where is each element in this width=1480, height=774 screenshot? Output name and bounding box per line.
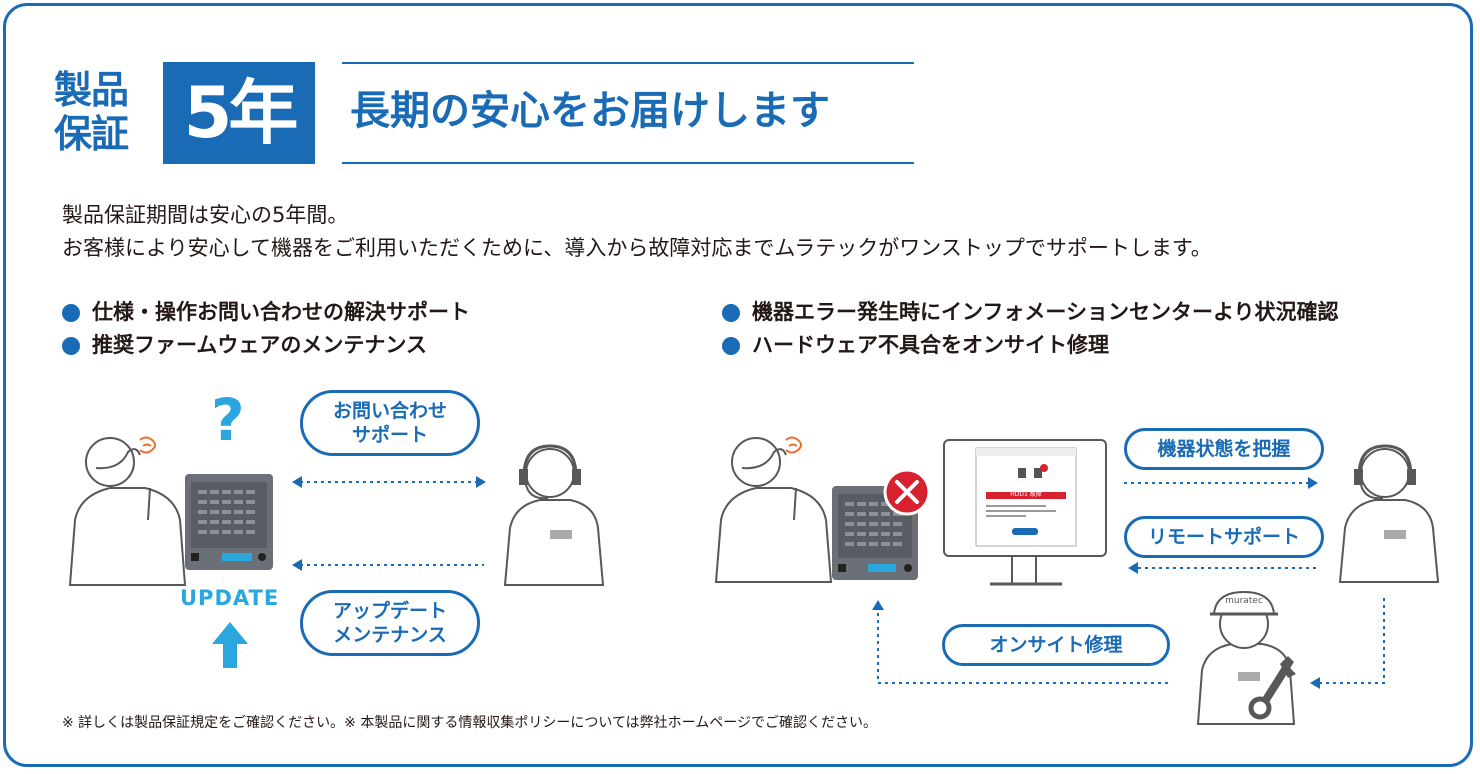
confused-user-icon [68,436,187,586]
bullet-icon [722,336,740,355]
nas-device-icon [832,486,918,580]
feature-item: 機器エラー発生時にインフォメーションセンターより状況確認 [722,296,1339,329]
pill-onsite-repair: オンサイト修理 [942,624,1170,666]
support-operator-icon [503,444,605,586]
pill-device-status: 機器状態を把握 [1124,428,1324,470]
feature-item: ハードウェア不具合をオンサイト修理 [722,329,1339,362]
bullet-icon [62,336,80,355]
pill-inquiry-support: お問い合わせ サポート [300,390,480,456]
error-x-icon [883,468,931,516]
footnote: ※ 詳しくは製品保証規定をご確認ください。※ 本製品に関する情報収集ポリシーにつ… [62,715,877,731]
headline-rule-top [342,62,914,64]
arrow-line [1320,598,1385,684]
arrow-up-small-icon [872,600,884,610]
pill-update-maintenance: アップデート メンテナンス [300,590,480,656]
feature-item: 仕様・操作お問い合わせの解決サポート [62,296,470,329]
headline: 長期の安心をお届けします [350,88,830,134]
technician-icon [1196,590,1296,725]
headline-rule-bottom [342,162,914,164]
cap-label: muratec [1225,596,1263,606]
features-right: 機器エラー発生時にインフォメーションセンターより状況確認 ハードウェア不具合をオ… [722,296,1339,362]
years-badge: 5年 [163,62,315,164]
arrow-left-icon [292,559,302,571]
outer-frame [3,3,1473,767]
wrench-icon [1248,656,1296,720]
arrow-up-icon [212,622,248,668]
arrow-right-icon [476,476,486,488]
bullet-icon [62,303,80,322]
confused-user-icon [714,436,833,583]
monitor-icon [943,439,1107,586]
nas-device-icon [185,474,273,570]
arrow-line [877,612,1168,684]
arrow-left-icon [1128,562,1138,574]
pill-remote-support: リモートサポート [1124,516,1324,558]
support-operator-icon [1338,444,1440,583]
warranty-label: 製品 保証 [54,68,129,156]
arrow-left-icon [1310,677,1320,689]
features-left: 仕様・操作お問い合わせの解決サポート 推奨ファームウェアのメンテナンス [62,296,470,362]
feature-item: 推奨ファームウェアのメンテナンス [62,329,470,362]
lead-text: 製品保証期間は安心の5年間。 お客様により安心して機器をご利用いただくために、導… [62,203,1212,260]
question-mark-icon: ? [211,386,245,454]
arrow-right-icon [1308,477,1318,489]
arrow-left-icon [292,476,302,488]
screen-banner: HDD1 故障 [1010,491,1042,498]
bullet-icon [722,303,740,322]
update-label: UPDATE [180,586,280,610]
